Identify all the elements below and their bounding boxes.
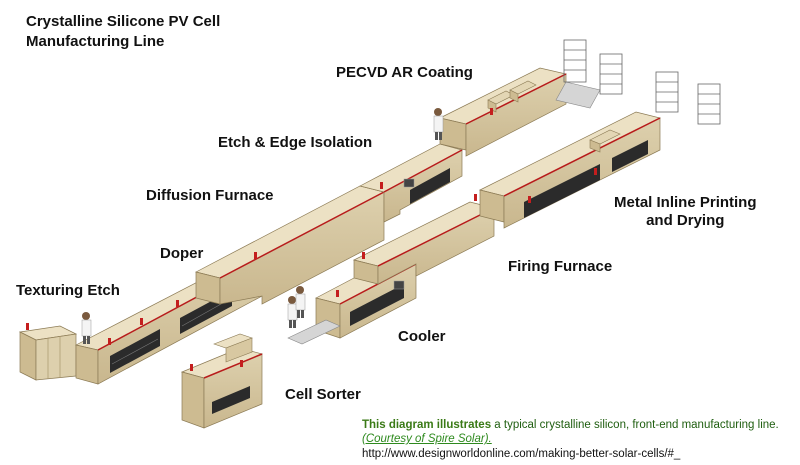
label-cell-sorter: Cell Sorter xyxy=(285,386,361,403)
worker-etch xyxy=(433,108,444,140)
label-doper: Doper xyxy=(160,245,204,262)
label-firing-furnace: Firing Furnace xyxy=(508,258,613,275)
figure-caption: This diagram illustrates a typical cryst… xyxy=(362,418,798,446)
cell-sorter-machine xyxy=(180,333,264,429)
label-metal-inline-printing: Metal Inline Printing and Drying xyxy=(614,194,757,230)
rack-3 xyxy=(655,71,679,113)
label-etch-edge-isolation: Etch & Edge Isolation xyxy=(218,134,373,151)
etch-edge-isolation-machine xyxy=(359,143,463,223)
texturing-etch-cabinet xyxy=(18,325,78,381)
input-conveyor xyxy=(287,319,341,345)
caption-text: a typical crystalline silicon, front-end… xyxy=(491,419,779,431)
lower-line-machines xyxy=(180,111,662,429)
caption-bold: This diagram illustrates xyxy=(362,419,492,431)
title-line-2: Manufacturing Line xyxy=(26,33,165,50)
label-pecvd-ar-coating: PECVD AR Coating xyxy=(336,64,473,81)
diagram-title: Crystalline Silicone PV Cell Manufacturi… xyxy=(26,12,220,52)
storage-racks xyxy=(563,39,721,125)
label-metal-line-2: and Drying xyxy=(646,212,725,229)
rack-1 xyxy=(563,39,587,83)
signal-lamps xyxy=(26,108,597,371)
label-metal-line-1: Metal Inline Printing xyxy=(614,194,757,211)
title-line-1: Crystalline Silicone PV Cell xyxy=(26,13,221,30)
label-texturing-etch: Texturing Etch xyxy=(16,282,120,299)
worker-cooler-2 xyxy=(295,286,306,318)
rack-2 xyxy=(599,53,623,95)
worker-texturing xyxy=(81,312,92,344)
label-cooler: Cooler xyxy=(398,328,446,345)
pecvd-coating-machine xyxy=(438,67,601,157)
source-url: http://www.designworldonline.com/making-… xyxy=(362,448,681,460)
worker-cooler-1 xyxy=(287,296,298,328)
rack-4 xyxy=(697,83,721,125)
upper-line-machines xyxy=(18,67,601,385)
caption-credit-link[interactable]: (Courtesy of Spire Solar). xyxy=(362,433,492,445)
metal-printing-machine xyxy=(478,111,662,229)
firing-furnace-machine xyxy=(352,201,496,285)
workers xyxy=(81,108,444,344)
label-diffusion-furnace: Diffusion Furnace xyxy=(146,187,274,204)
